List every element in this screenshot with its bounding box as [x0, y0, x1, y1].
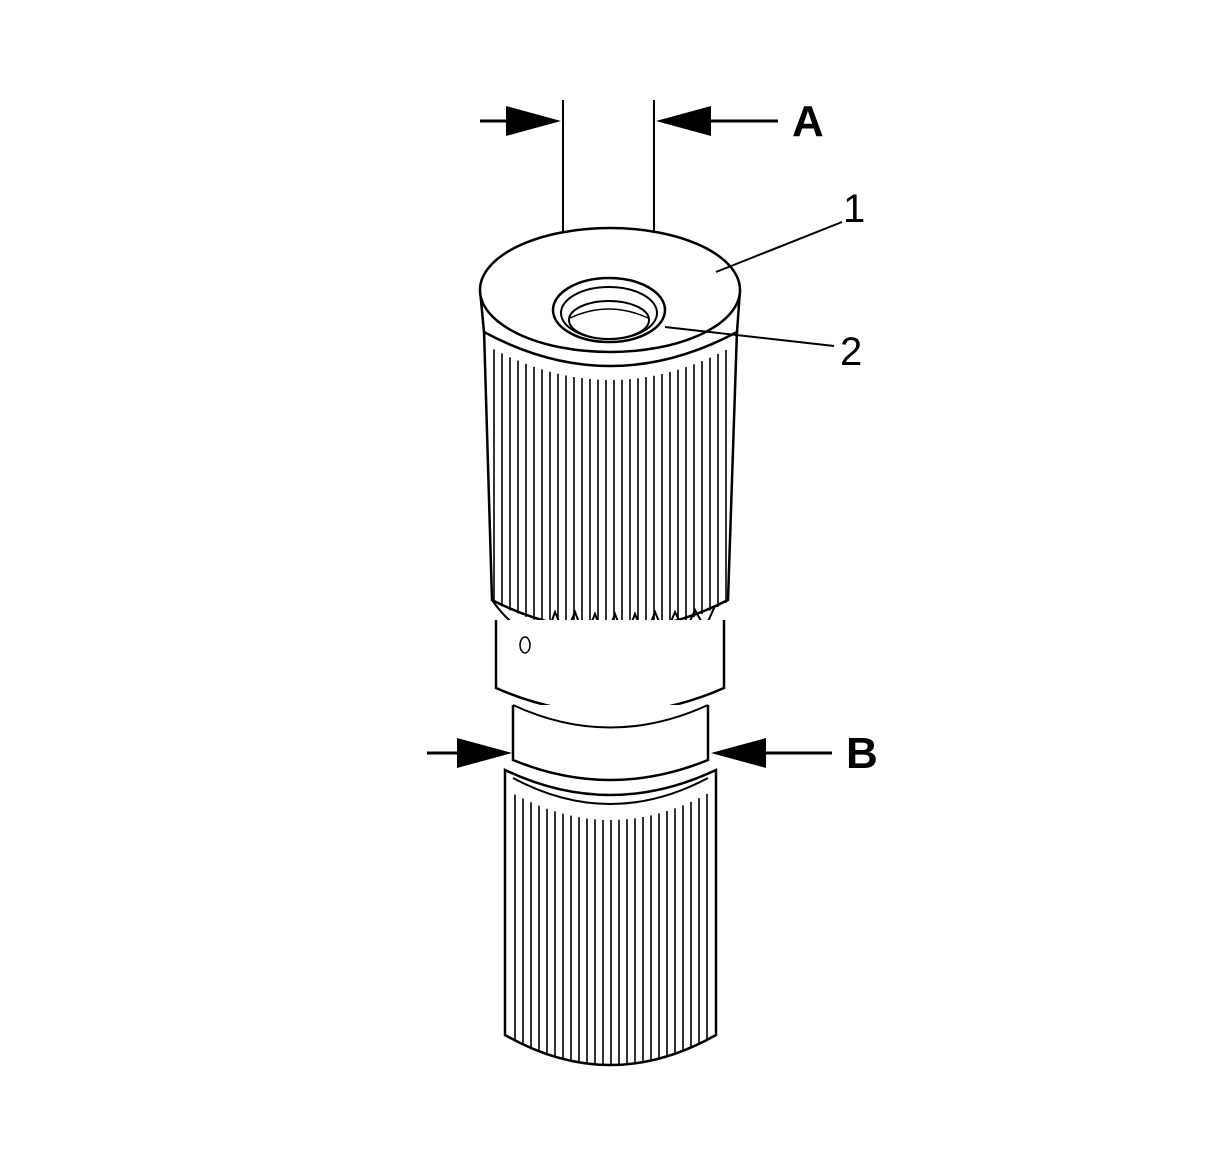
- lower-spline-teeth: [514, 793, 708, 1065]
- center-journal: [494, 620, 726, 782]
- center-journal-step: [512, 704, 709, 729]
- callout-1: 1: [715, 187, 865, 273]
- lower-spline-collar: [512, 777, 709, 805]
- upper-spline: [482, 328, 739, 643]
- center-journal-upper: [494, 620, 726, 715]
- dimension-a: A: [480, 97, 824, 280]
- dimension-b-arrow-left: [427, 738, 512, 768]
- journal-oil-hole: [519, 636, 531, 654]
- callout-2-leader: [664, 326, 835, 347]
- dimension-a-label: A: [792, 97, 824, 146]
- dimension-b-arrow-right: [711, 738, 832, 768]
- callout-1-label: 1: [843, 187, 865, 231]
- dimension-a-arrow-right: [656, 106, 778, 136]
- dimension-b: B: [427, 729, 878, 778]
- lower-spline: [503, 768, 718, 1067]
- upper-spline-teeth: [493, 349, 727, 633]
- bushing-bore-shadow: [569, 308, 649, 319]
- center-journal-lower: [511, 705, 710, 782]
- callout-2-label: 2: [840, 330, 862, 374]
- bushing-bore: [568, 300, 650, 340]
- dimension-a-arrow-left: [480, 106, 561, 136]
- upper-spline-body: [482, 328, 739, 632]
- callout-1-leader: [715, 221, 843, 273]
- dimension-b-label: B: [846, 729, 878, 778]
- callout-2: 2: [664, 326, 862, 374]
- top-washer: [478, 226, 742, 368]
